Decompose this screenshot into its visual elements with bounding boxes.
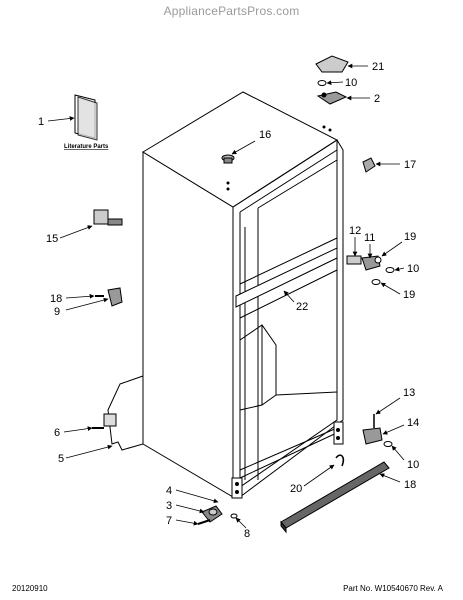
callout-20: 20	[290, 483, 302, 495]
center-hinge-icon	[346, 255, 395, 285]
rear-panel-icon	[92, 375, 144, 451]
leveling-leg-icon	[197, 505, 238, 525]
callout-15: 15	[46, 233, 58, 245]
washer-icon	[317, 80, 327, 86]
toe-grille-icon	[280, 461, 390, 534]
callout-14: 14	[407, 417, 419, 429]
callout-6: 6	[54, 427, 60, 439]
part-number: Part No. W10540670 Rev. A	[343, 584, 443, 593]
top-hinge-icon	[316, 91, 348, 105]
date-code: 20120910	[12, 584, 48, 593]
callout-13: 13	[403, 387, 415, 399]
side-cover-icon	[362, 157, 376, 173]
leader-lines	[47, 63, 405, 529]
plug-button-icon	[221, 154, 235, 164]
screw-holes	[226, 125, 332, 191]
callout-4: 4	[166, 485, 172, 497]
callout-1: 1	[38, 116, 44, 128]
callout-2: 2	[374, 93, 380, 105]
callout-17: 17	[404, 159, 416, 171]
callout-labels: 1 21 10 2 16 17 15 12 11 19 10 19 22 18 …	[38, 61, 419, 540]
callout-5: 5	[58, 453, 64, 465]
callout-18-left: 18	[50, 293, 62, 305]
literature-label: Literature Parts	[64, 144, 109, 150]
refrigerator-cabinet	[142, 91, 344, 499]
callout-9: 9	[54, 306, 60, 318]
callout-22: 22	[296, 301, 308, 313]
door-stop-icon	[93, 209, 123, 226]
callout-10-top: 10	[345, 77, 357, 89]
callout-10-bottom: 10	[407, 459, 419, 471]
callout-21: 21	[372, 61, 384, 73]
callout-19-bottom: 19	[403, 289, 415, 301]
watermark: AppliancePartsPros.com	[163, 4, 300, 18]
callout-16: 16	[259, 129, 271, 141]
hinge-cover-icon	[315, 55, 349, 73]
callout-10-mid: 10	[407, 263, 419, 275]
callout-11: 11	[364, 232, 375, 244]
callout-7: 7	[166, 515, 172, 527]
callout-12: 12	[349, 225, 361, 237]
clip-icon	[335, 454, 345, 467]
callout-3: 3	[166, 500, 172, 512]
bottom-hinge-icon	[362, 414, 393, 447]
callout-19-top: 19	[404, 231, 416, 243]
callout-18-right: 18	[404, 479, 416, 491]
callout-8: 8	[244, 528, 250, 540]
literature-parts-icon	[74, 94, 98, 141]
bracket-icon	[95, 287, 123, 307]
